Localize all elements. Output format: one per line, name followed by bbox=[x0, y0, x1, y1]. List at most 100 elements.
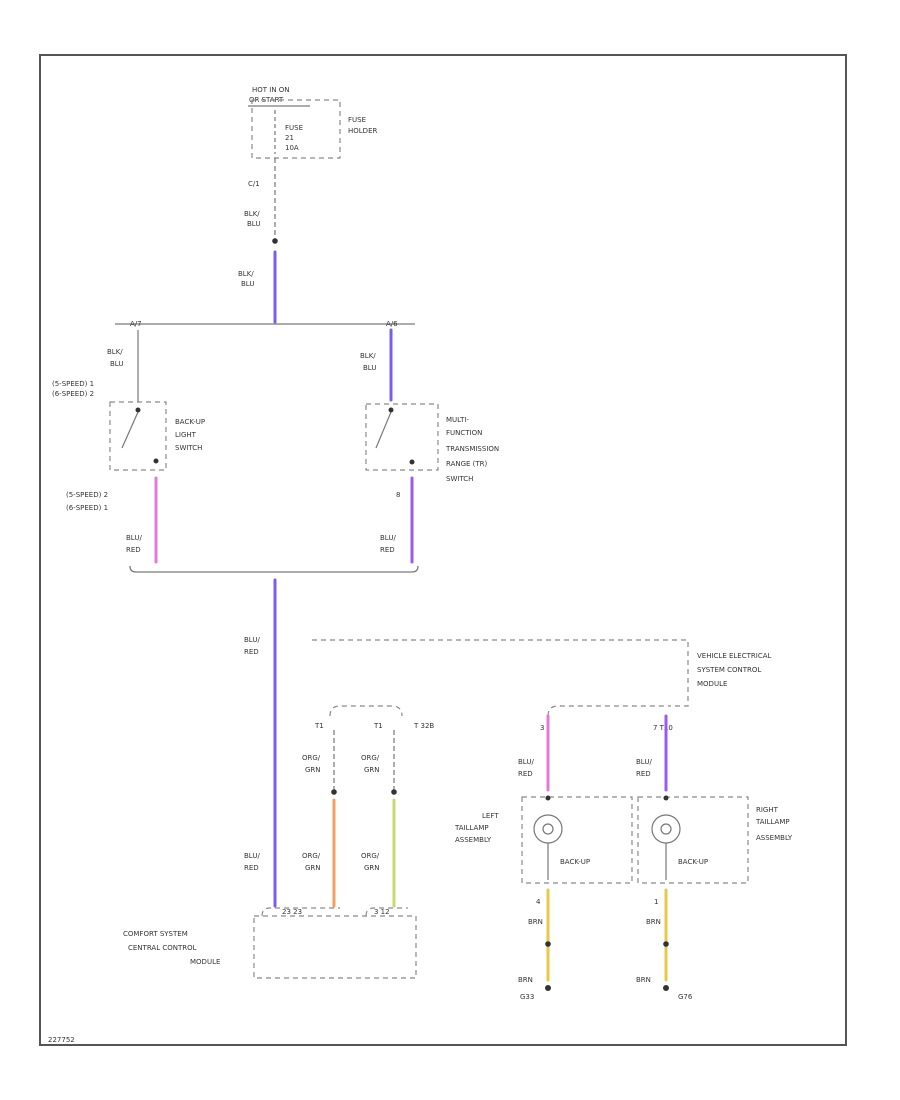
wire-color-label: BLK/ bbox=[238, 270, 254, 278]
speed-pin-label: (6-SPEED) 2 bbox=[52, 390, 94, 398]
wire-color-label: GRN bbox=[305, 766, 321, 774]
csm-connector-top bbox=[329, 705, 403, 717]
pin-label: T1 bbox=[373, 722, 383, 730]
wire-color-label: BLU/ bbox=[636, 758, 652, 766]
pin-label: 7 T10 bbox=[653, 724, 673, 732]
csm-connector-bottom bbox=[365, 907, 408, 917]
speed-pin-label: (6-SPEED) 1 bbox=[66, 504, 108, 512]
pin-label: 1 bbox=[654, 898, 658, 906]
wire-color-label: BRN bbox=[646, 918, 661, 926]
switch-label: TRANSMISSION bbox=[445, 445, 499, 453]
switch-label: SWITCH bbox=[175, 444, 202, 452]
hot-bus-label: OR START bbox=[249, 96, 284, 104]
wire-color-label: BLU bbox=[363, 364, 376, 372]
wire-color-label: GRN bbox=[305, 864, 321, 872]
vesm-connector bbox=[547, 705, 668, 717]
branch-terminal-label: A/6 bbox=[386, 320, 398, 328]
switch-label: BACK-UP bbox=[175, 418, 205, 426]
fuse-number: 21 bbox=[285, 134, 294, 142]
ground-label: G76 bbox=[678, 993, 693, 1001]
wire-color-label: RED bbox=[636, 770, 651, 778]
wire-color-label: RED bbox=[244, 648, 259, 656]
switch-label: FUNCTION bbox=[446, 429, 482, 437]
wire-color-label: BLU/ bbox=[244, 636, 260, 644]
wire-color-label: BLU/ bbox=[380, 534, 396, 542]
module-label: MODULE bbox=[190, 958, 220, 966]
wire-color-label: ORG/ bbox=[302, 852, 321, 860]
component-label: TAILLAMP bbox=[454, 824, 489, 832]
pin-label: T 32B bbox=[413, 722, 434, 730]
fuse-holder-label: HOLDER bbox=[348, 127, 377, 135]
pin-label: 3 12 bbox=[374, 908, 390, 916]
pin-label: 8 bbox=[396, 491, 400, 499]
diagram-code: 227752 bbox=[48, 1036, 75, 1044]
component-label: ASSEMBLY bbox=[455, 836, 492, 844]
splice-node bbox=[545, 941, 551, 947]
wire-color-label: BLU/ bbox=[518, 758, 534, 766]
component-label: LEFT bbox=[482, 812, 499, 820]
switch-terminal bbox=[388, 407, 394, 413]
wire-color-label: BRN bbox=[636, 976, 651, 984]
splice-node bbox=[331, 789, 337, 795]
diagram-frame bbox=[39, 54, 847, 1046]
speed-pin-label: (5-SPEED) 2 bbox=[66, 491, 108, 499]
wire-color-label: ORG/ bbox=[361, 852, 380, 860]
bulb-filament bbox=[542, 823, 554, 835]
wire-color-label: BRN bbox=[528, 918, 543, 926]
bulb-label: BACK-UP bbox=[560, 858, 590, 866]
switch-terminal bbox=[153, 458, 159, 464]
pin-label: 23 23 bbox=[282, 908, 302, 916]
left-backup-bulb bbox=[533, 814, 563, 844]
module-label: COMFORT SYSTEM bbox=[123, 930, 188, 938]
fuse-holder-box bbox=[251, 99, 341, 159]
component-label: TAILLAMP bbox=[755, 818, 790, 826]
wire-color-label: RED bbox=[244, 864, 259, 872]
backup-light-switch-box bbox=[109, 401, 167, 471]
fuse-holder-label: FUSE bbox=[348, 116, 366, 124]
fuse-label: FUSE bbox=[285, 124, 303, 132]
wire-color-label: ORG/ bbox=[302, 754, 321, 762]
wire-color-label: BLK/ bbox=[107, 348, 123, 356]
speed-pin-label: (5-SPEED) 1 bbox=[52, 380, 94, 388]
wire-color-label: BLU/ bbox=[126, 534, 142, 542]
wire-color-label: BLK/ bbox=[244, 210, 260, 218]
splice-node bbox=[391, 789, 397, 795]
right-backup-bulb bbox=[651, 814, 681, 844]
wire-color-label: BLU bbox=[241, 280, 254, 288]
multifunction-switch-box bbox=[365, 403, 439, 471]
wire-color-label: ORG/ bbox=[361, 754, 380, 762]
wire-color-label: BLK/ bbox=[360, 352, 376, 360]
vesm-boundary bbox=[312, 639, 689, 707]
pin-label: 3 bbox=[540, 724, 544, 732]
splice-node bbox=[663, 941, 669, 947]
ground-node bbox=[545, 985, 551, 991]
join-bus bbox=[129, 565, 419, 573]
fuse-pin-label: C/1 bbox=[248, 180, 260, 188]
wire-color-label: GRN bbox=[364, 864, 380, 872]
vesm-label: SYSTEM CONTROL bbox=[697, 666, 761, 674]
splice-node bbox=[272, 238, 278, 244]
wire-color-label: BLU bbox=[247, 220, 260, 228]
lamp-terminal bbox=[663, 795, 669, 801]
wire-color-label: RED bbox=[380, 546, 395, 554]
ground-node bbox=[663, 985, 669, 991]
wire-color-label: BLU bbox=[110, 360, 123, 368]
switch-label: LIGHT bbox=[175, 431, 197, 439]
wire-color-label: GRN bbox=[364, 766, 380, 774]
wire-color-label: RED bbox=[126, 546, 141, 554]
switch-label: SWITCH bbox=[446, 475, 473, 483]
switch-terminal bbox=[135, 407, 141, 413]
ground-label: G33 bbox=[520, 993, 534, 1001]
switch-label: MULTI- bbox=[446, 416, 469, 424]
comfort-module-box bbox=[253, 915, 417, 979]
wire-color-label: BRN bbox=[518, 976, 533, 984]
pin-label: T1 bbox=[314, 722, 324, 730]
pin-label: 4 bbox=[536, 898, 541, 906]
lamp-terminal bbox=[545, 795, 551, 801]
bulb-label: BACK-UP bbox=[678, 858, 708, 866]
fuse-rating: 10A bbox=[285, 144, 299, 152]
bulb-filament bbox=[660, 823, 672, 835]
csm-connector-bottom bbox=[261, 907, 340, 917]
switch-terminal bbox=[409, 459, 415, 465]
